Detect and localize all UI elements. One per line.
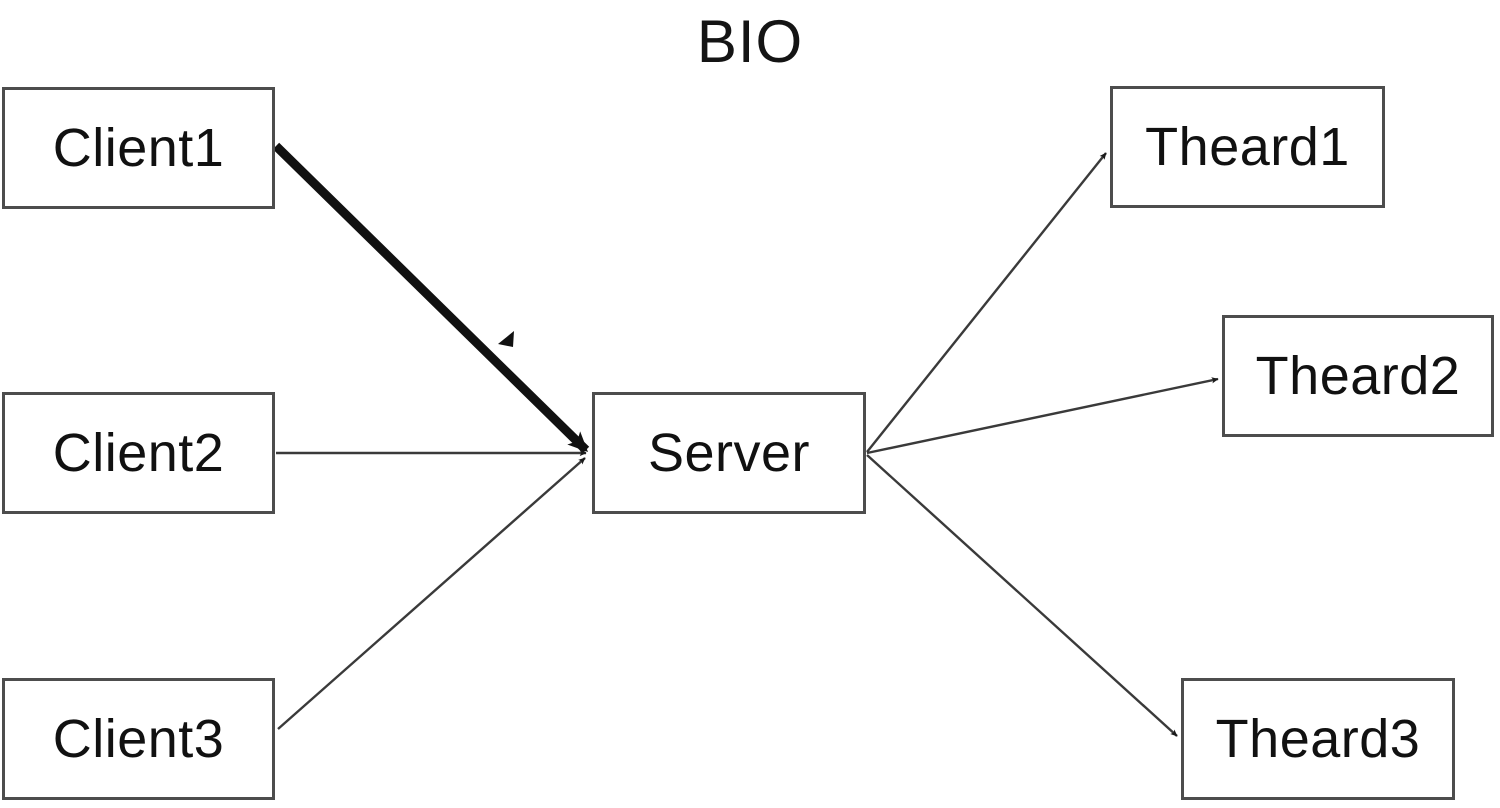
- node-theard1-label: Theard1: [1145, 117, 1350, 177]
- node-theard3-label: Theard3: [1215, 709, 1421, 769]
- node-theard2-label: Theard2: [1255, 346, 1461, 406]
- edge-client3-server: [277, 457, 586, 730]
- node-client2-label: Client2: [52, 423, 225, 483]
- node-theard1[interactable]: Theard1: [1110, 86, 1385, 208]
- node-theard2[interactable]: Theard2: [1222, 315, 1494, 437]
- edge-server-theard3: [866, 454, 1178, 737]
- node-theard3[interactable]: Theard3: [1181, 678, 1455, 800]
- node-server[interactable]: Server: [592, 392, 866, 514]
- edge-client1-server: [272, 142, 590, 454]
- node-client2[interactable]: Client2: [2, 392, 275, 514]
- node-server-label: Server: [647, 423, 811, 483]
- edge-client1-server-mid-arrow-icon: [498, 331, 514, 347]
- node-client1-label: Client1: [52, 118, 225, 178]
- edge-server-theard1: [866, 152, 1107, 453]
- node-client3-label: Client3: [52, 709, 225, 769]
- page-title: BIO: [696, 8, 804, 75]
- edge-server-theard2: [866, 377, 1219, 455]
- node-client1[interactable]: Client1: [2, 87, 275, 209]
- node-client3[interactable]: Client3: [2, 678, 275, 800]
